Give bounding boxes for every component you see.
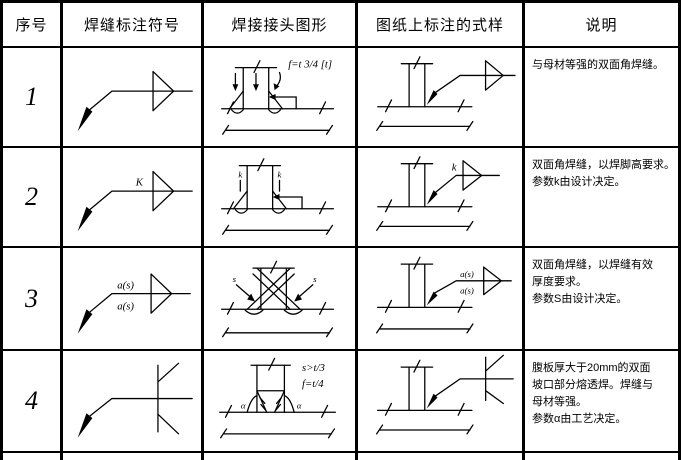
arrowhead-icon xyxy=(273,83,280,91)
fillet-weld-symbol-k-drawing: K xyxy=(77,170,193,232)
header-label: 图纸上标注的式样 xyxy=(375,17,504,34)
drawing-style-cell xyxy=(358,351,525,453)
serial-number: 4 xyxy=(3,351,63,453)
symbol-label: a(s) xyxy=(117,300,134,312)
partial-row-cell xyxy=(358,453,525,460)
description-line: 参数S由设计决定。 xyxy=(532,293,628,305)
description-line: 与母材等强的双面角焊缝。 xyxy=(532,59,664,71)
weld-symbol-cell: a(s) a(s) xyxy=(63,248,204,351)
description-cell: 双面角焊缝，以焊缝有效 厚度要求。 参数S由设计决定。 xyxy=(525,248,678,351)
joint-annotation: f=t/4 xyxy=(302,378,324,390)
arrowhead-icon xyxy=(232,84,239,92)
description-line: 坡口部分熔透焊。焊缝与 xyxy=(532,379,653,391)
partial-row-cell xyxy=(3,453,63,460)
notation-label: a(s) xyxy=(460,286,474,296)
joint-graphic-cell: f=t 3/4 [t] xyxy=(204,48,358,148)
arrowhead-icon xyxy=(77,206,93,232)
arrowhead-icon xyxy=(268,94,276,100)
header-label: 说明 xyxy=(585,17,618,34)
weld-symbol-cell: K xyxy=(63,148,204,248)
description-line: 双面角焊缝，以焊缝有效 xyxy=(532,259,653,271)
header-drawing-style: 图纸上标注的式样 xyxy=(358,3,525,48)
arrowhead-icon xyxy=(77,309,93,334)
header-label: 焊接接头图形 xyxy=(231,17,328,34)
description-cell: 与母材等强的双面角焊缝。 xyxy=(525,48,678,148)
serial-number: 3 xyxy=(3,248,63,351)
dimension-label: s xyxy=(313,274,317,284)
serial-number: 1 xyxy=(3,48,63,148)
serial-number: 2 xyxy=(3,148,63,248)
notation-label: a(s) xyxy=(460,269,474,279)
arrowhead-icon xyxy=(77,106,93,132)
weld-symbol-cell xyxy=(63,351,204,453)
arrowhead-icon xyxy=(426,90,438,105)
serial-number-text: 4 xyxy=(25,386,38,415)
arrowhead-icon xyxy=(247,293,255,302)
arrowhead-icon xyxy=(426,190,438,205)
partial-row-cell xyxy=(204,453,358,460)
arrowhead-icon xyxy=(294,293,303,302)
header-description: 说明 xyxy=(525,3,678,48)
weld-symbol-cell xyxy=(63,48,204,148)
header-joint-graphic: 焊接接头图形 xyxy=(204,3,358,48)
description-line: 腹板厚大于20mm的双面 xyxy=(532,362,651,374)
dimension-label: k xyxy=(238,169,243,179)
joint-graphic-cell: k k xyxy=(204,148,358,248)
joint-graphic-cell: s s xyxy=(204,248,358,351)
tee-joint-penetration-drawing: s s xyxy=(221,260,335,338)
drawing-style-cell xyxy=(358,48,525,148)
tee-joint-fillet-k-drawing: k k xyxy=(221,158,335,235)
serial-number-text: 2 xyxy=(25,182,38,211)
tee-joint-bevel-drawing: α α s>t/3 f=t/4 xyxy=(219,357,337,439)
symbol-label: K xyxy=(135,176,144,188)
tee-joint-notation-k-drawing: k xyxy=(376,156,500,231)
description-line: 厚度要求。 xyxy=(532,276,587,288)
tee-joint-notation-bevel-drawing xyxy=(376,354,514,435)
joint-annotation: s>t/3 xyxy=(302,362,325,374)
header-serial: 序号 xyxy=(3,3,63,48)
header-label: 序号 xyxy=(15,17,48,34)
tee-joint-notation-as-drawing: a(s) a(s) xyxy=(376,256,512,334)
arrowhead-icon xyxy=(77,413,93,438)
header-weld-symbol: 焊缝标注符号 xyxy=(63,3,204,48)
description-line: 母材等强。 xyxy=(532,396,587,408)
drawing-style-cell: a(s) a(s) xyxy=(358,248,525,351)
double-bevel-weld-symbol-drawing xyxy=(77,362,193,438)
arrowhead-icon xyxy=(426,291,438,306)
joint-annotation: f=t 3/4 [t] xyxy=(288,59,332,71)
description-cell: 腹板厚大于20mm的双面 坡口部分熔透焊。焊缝与 母材等强。 参数α由工艺决定。 xyxy=(525,351,678,453)
tee-joint-fillet-drawing: f=t 3/4 [t] xyxy=(221,59,335,135)
partial-row-cell xyxy=(525,453,678,460)
dimension-label: k xyxy=(278,169,283,179)
joint-graphic-cell: α α s>t/3 f=t/4 xyxy=(204,351,358,453)
serial-number-text: 3 xyxy=(25,283,38,313)
tee-joint-notation-drawing xyxy=(376,56,516,131)
drawing-style-cell: k xyxy=(358,148,525,248)
serial-number-text: 1 xyxy=(25,82,38,111)
angle-label: α xyxy=(297,400,302,410)
description-line: 双面角焊缝，以焊脚高要求。 xyxy=(532,159,675,171)
notation-label: k xyxy=(452,162,457,174)
arrowhead-icon xyxy=(253,84,259,92)
arrowhead-icon xyxy=(426,393,438,409)
angle-label: α xyxy=(241,400,246,410)
arrowhead-icon xyxy=(272,194,280,200)
fillet-weld-symbol-as-drawing: a(s) a(s) xyxy=(77,273,191,334)
description-line: 参数k由设计决定。 xyxy=(532,176,626,188)
fillet-weld-symbol-drawing xyxy=(77,70,193,132)
header-label: 焊缝标注符号 xyxy=(83,17,180,34)
description-cell: 双面角焊缝，以焊脚高要求。 参数k由设计决定。 xyxy=(525,148,678,248)
symbol-label: a(s) xyxy=(117,280,134,292)
partial-row-cell xyxy=(63,453,204,460)
description-line: 参数α由工艺决定。 xyxy=(532,413,627,425)
dimension-label: s xyxy=(233,274,237,284)
